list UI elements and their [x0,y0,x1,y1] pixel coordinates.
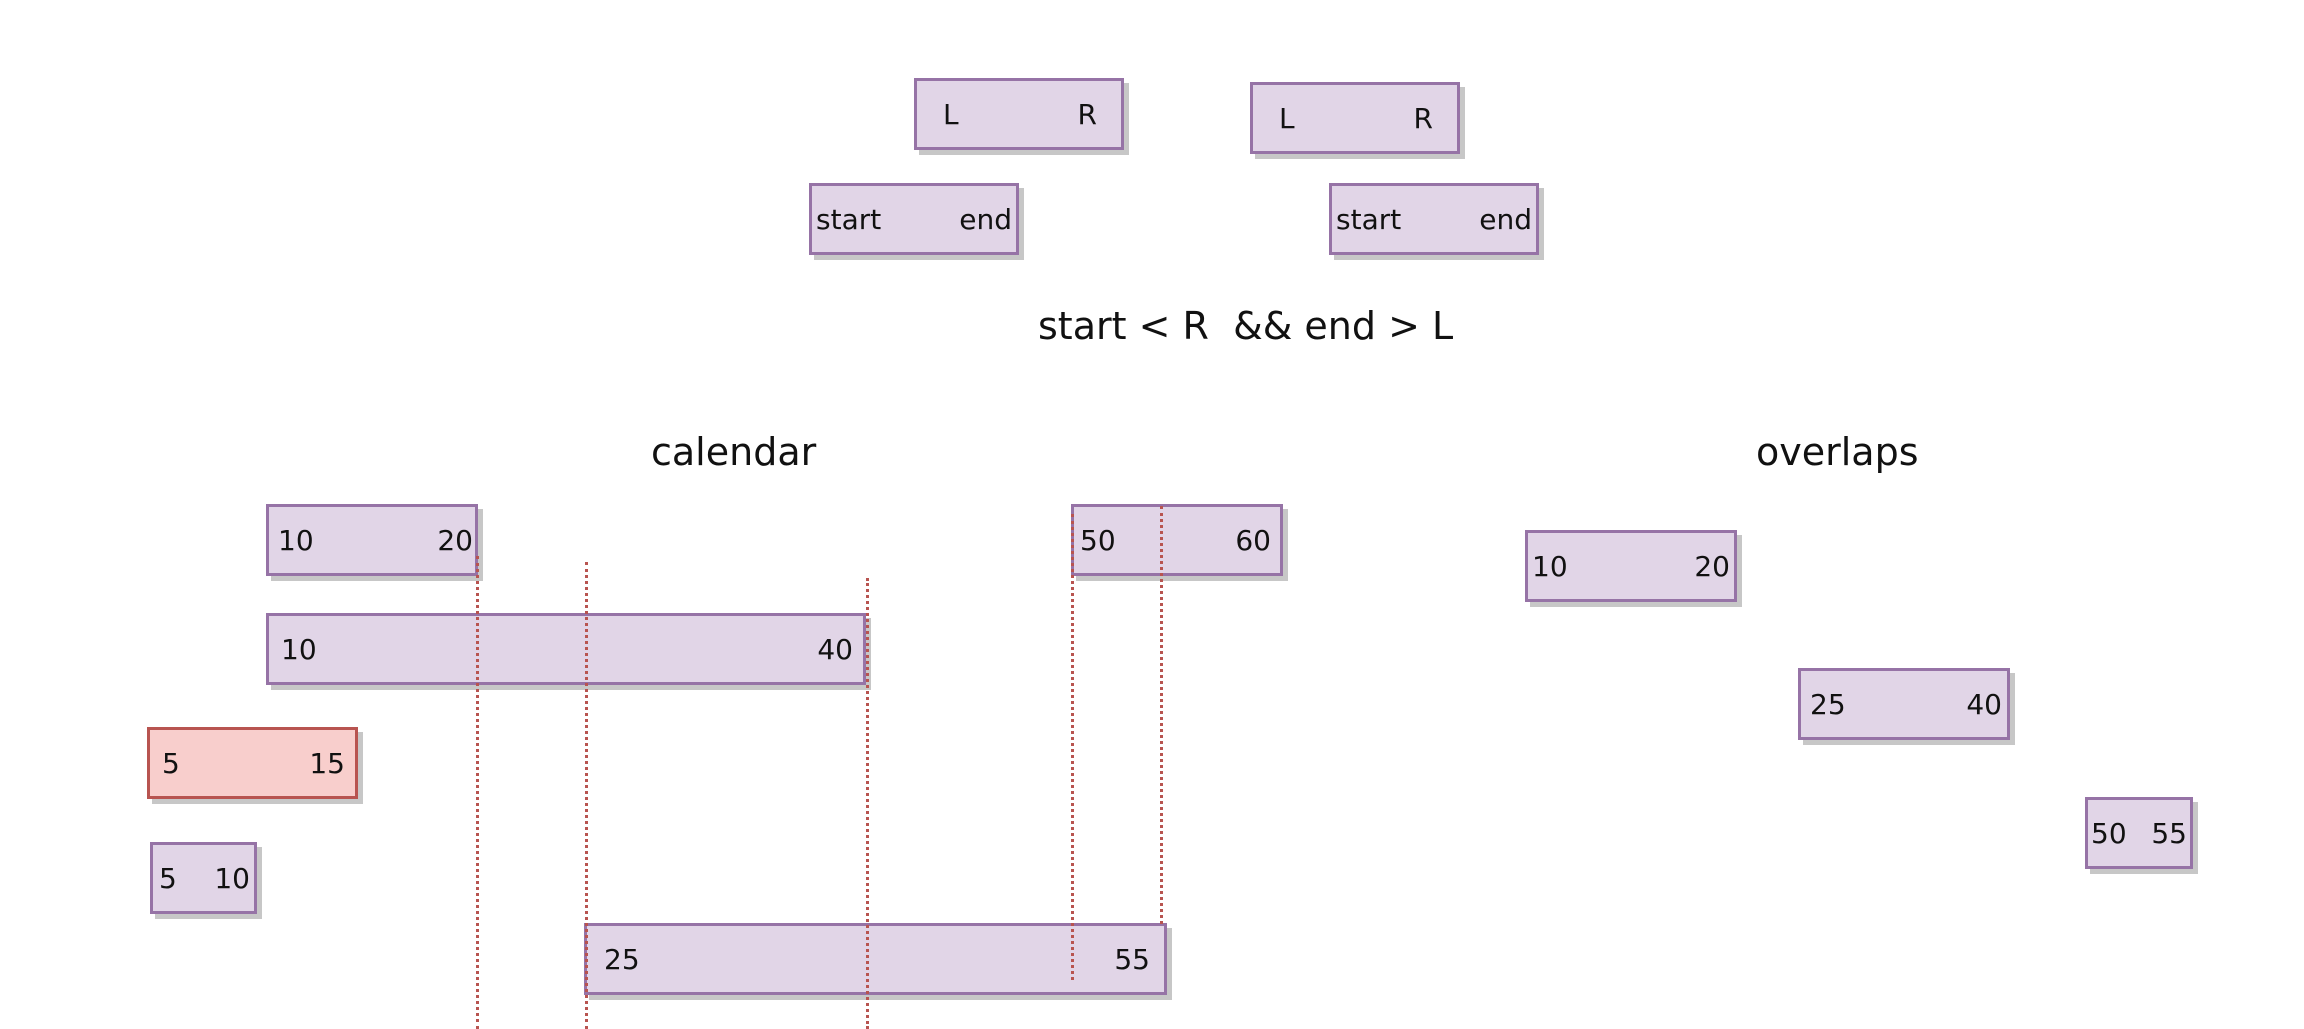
overlaps-title: overlaps [1756,430,1919,474]
label-L: L [943,97,959,131]
interval-end: 40 [1966,687,2002,721]
calendar-interval-5-15-conflict: 5 15 [147,727,358,799]
guide-line-55 [1160,506,1163,924]
interval-start: 10 [281,632,317,666]
interval-start: 50 [2091,816,2127,850]
label-R: R [1077,97,1097,131]
interval-start: 50 [1080,523,1116,557]
guide-line-40 [866,578,869,1029]
interval-start: 5 [159,861,177,895]
start-end-box-left: start end [809,183,1019,255]
overlap-interval-50-55: 50 55 [2085,797,2193,869]
interval-end: 40 [817,632,853,666]
interval-start: 25 [1810,687,1846,721]
guide-line-50 [1071,514,1074,980]
label-end: end [1479,202,1532,236]
interval-end: 55 [1114,942,1150,976]
interval-start: 5 [162,746,180,780]
overlap-interval-10-20: 10 20 [1525,530,1737,602]
label-start: start [1336,202,1402,236]
guide-line-25 [585,562,588,1029]
guide-line-20 [476,556,479,1029]
label-R: R [1413,101,1433,135]
calendar-title: calendar [651,430,817,474]
label-L: L [1279,101,1295,135]
label-start: start [816,202,882,236]
interval-start: 10 [1532,549,1568,583]
lr-interval-box-left: L R [914,78,1124,150]
interval-start: 25 [604,942,640,976]
calendar-interval-50-60: 50 60 [1071,504,1283,576]
calendar-interval-25-55: 25 55 [584,923,1167,995]
interval-end: 20 [437,523,473,557]
interval-end: 55 [2151,816,2187,850]
calendar-interval-10-20: 10 20 [266,504,478,576]
interval-end: 15 [309,746,345,780]
overlap-condition-formula: start < R && end > L [1038,304,1454,348]
start-end-box-right: start end [1329,183,1539,255]
interval-end: 10 [214,861,250,895]
interval-end: 20 [1694,549,1730,583]
lr-interval-box-right: L R [1250,82,1460,154]
interval-end: 60 [1235,523,1271,557]
label-end: end [959,202,1012,236]
calendar-interval-5-10: 5 10 [150,842,257,914]
interval-start: 10 [278,523,314,557]
overlap-interval-25-40: 25 40 [1798,668,2010,740]
calendar-interval-10-40: 10 40 [266,613,866,685]
